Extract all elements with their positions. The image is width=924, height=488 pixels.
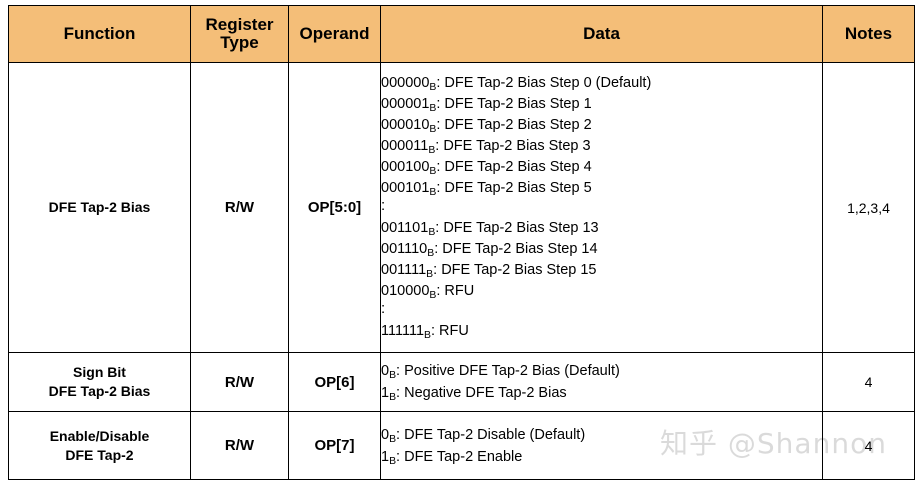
data-line: 000100B: DFE Tap-2 Bias Step 4 [381,157,822,178]
data-line: 0B: DFE Tap-2 Disable (Default) [381,424,822,446]
data-line: 000000B: DFE Tap-2 Bias Step 0 (Default) [381,73,822,94]
data-description: : RFU [430,323,469,339]
cell-function-line-2: DFE Tap-2 [65,446,134,463]
cell-operand: OP[5:0] [288,62,381,353]
binary-subscript: B [428,145,436,156]
data-line: 000011B: DFE Tap-2 Bias Step 3 [381,136,822,157]
table-row: Sign Bit DFE Tap-2 Bias R/W OP[6] 0B: Po… [8,352,915,412]
binary-code: 001111 [381,262,427,278]
data-description: : Positive DFE Tap-2 Bias (Default) [396,363,620,379]
cell-data: 0B: Positive DFE Tap-2 Bias (Default)1B:… [380,352,823,412]
cell-operand: OP[7] [288,411,381,480]
cell-notes: 1,2,3,4 [822,62,915,353]
binary-subscript: B [429,187,437,198]
data-description: : DFE Tap-2 Bias Step 1 [436,96,592,112]
cell-data: 000000B: DFE Tap-2 Bias Step 0 (Default)… [380,62,823,353]
binary-code: 000000 [381,75,430,91]
header-notes: Notes [822,5,915,63]
data-line: 1B: DFE Tap-2 Enable [381,446,822,468]
data-description: : DFE Tap-2 Bias Step 15 [433,262,597,278]
data-line: 001101B: DFE Tap-2 Bias Step 13 [381,218,822,239]
data-description: : DFE Tap-2 Bias Step 13 [435,220,599,236]
cell-function: DFE Tap-2 Bias [8,62,191,353]
data-line: 001110B: DFE Tap-2 Bias Step 14 [381,239,822,260]
binary-subscript: B [424,330,431,341]
binary-subscript: B [389,433,397,445]
data-line: 111111B: RFU [381,321,822,342]
data-description: : Negative DFE Tap-2 Bias [396,385,567,401]
cell-notes: 4 [822,352,915,412]
binary-code: 111111 [381,323,425,339]
data-line: 1B: Negative DFE Tap-2 Bias [381,382,822,404]
data-description: : DFE Tap-2 Bias Step 14 [434,241,598,257]
binary-subscript: B [389,370,397,381]
cell-function-line-1: Enable/Disable [49,427,150,444]
cell-notes: 4 [822,411,915,480]
binary-code: 001110 [381,241,428,257]
binary-code: 000100 [381,159,430,175]
binary-code: 001101 [381,220,429,236]
cell-function: Enable/Disable DFE Tap-2 [8,411,191,480]
table-row: Enable/Disable DFE Tap-2 R/W OP[7] 0B: D… [8,411,915,480]
cell-register-type: R/W [190,62,289,353]
cell-operand: OP[6] [288,352,381,412]
data-line-ellipsis: : [381,300,386,317]
data-description: : DFE Tap-2 Bias Step 0 (Default) [436,75,652,91]
binary-subscript: B [429,82,437,93]
cell-function-line-1: Sign Bit [73,364,126,381]
binary-subscript: B [427,248,435,259]
header-operand: Operand [288,5,381,63]
header-register-type: Register Type [190,5,289,63]
binary-code: 0 [381,363,390,379]
data-line: 000101B: DFE Tap-2 Bias Step 5 [381,178,822,199]
binary-subscript: B [429,124,437,135]
binary-code: 0 [381,426,390,443]
header-function: Function [8,5,191,63]
binary-code: 000011 [381,138,429,154]
data-description: : DFE Tap-2 Enable [396,448,523,465]
data-line: 000001B: DFE Tap-2 Bias Step 1 [381,94,822,115]
data-description: : DFE Tap-2 Bias Step 5 [436,180,592,196]
data-description: : DFE Tap-2 Bias Step 2 [436,117,592,133]
binary-subscript: B [389,392,397,403]
header-data: Data [380,5,823,63]
cell-register-type: R/W [190,352,289,412]
binary-subscript: B [429,166,437,177]
binary-code: 010000 [381,283,430,299]
binary-subscript: B [426,269,434,280]
binary-code: 000001 [381,96,430,112]
cell-register-type: R/W [190,411,289,480]
binary-code: 000010 [381,117,430,133]
data-description: : DFE Tap-2 Bias Step 3 [435,138,591,154]
binary-subscript: B [428,227,436,238]
binary-subscript: B [389,455,397,467]
table-header-row: Function Register Type Operand Data Note… [8,5,915,63]
data-line: 0B: Positive DFE Tap-2 Bias (Default) [381,360,822,382]
register-definition-table: Function Register Type Operand Data Note… [8,5,915,480]
binary-subscript: B [429,103,437,114]
data-line-ellipsis: : [381,197,386,214]
cell-data: 0B: DFE Tap-2 Disable (Default)1B: DFE T… [380,411,823,480]
data-description: : DFE Tap-2 Disable (Default) [396,426,586,443]
binary-code: 1 [381,448,390,465]
binary-code: 000101 [381,180,430,196]
data-line: 001111B: DFE Tap-2 Bias Step 15 [381,260,822,281]
data-description: : RFU [436,283,475,299]
table-row: DFE Tap-2 Bias R/W OP[5:0] 000000B: DFE … [8,62,915,353]
data-line: 010000B: RFU [381,281,822,302]
data-description: : DFE Tap-2 Bias Step 4 [436,159,592,175]
binary-code: 1 [381,385,390,401]
cell-function: Sign Bit DFE Tap-2 Bias [8,352,191,412]
data-line: 000010B: DFE Tap-2 Bias Step 2 [381,115,822,136]
binary-subscript: B [429,290,437,301]
cell-function-line-2: DFE Tap-2 Bias [48,383,151,399]
